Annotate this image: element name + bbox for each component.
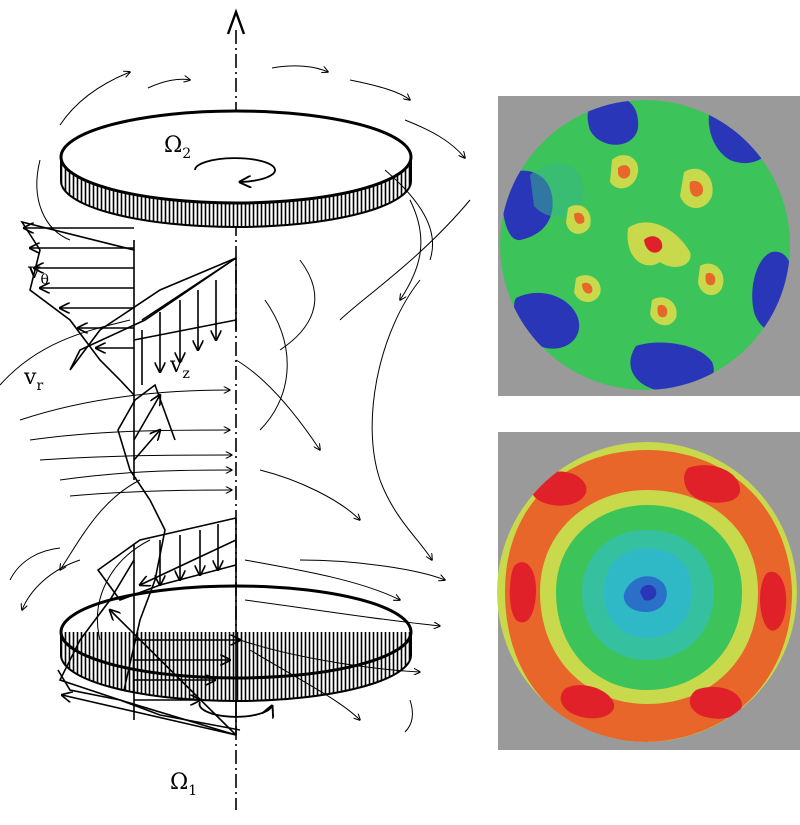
v-theta-label: vθ xyxy=(27,259,49,288)
omega-top-label: Ω2 xyxy=(164,133,191,162)
upper-contour-map xyxy=(498,96,800,396)
v-r-label: vr xyxy=(23,365,43,394)
velocity-profile-lower xyxy=(57,517,240,736)
diagram-labels: Ω2 Ω1 vθ vr vz xyxy=(23,133,197,799)
velocity-profile-upper xyxy=(20,220,237,691)
v-z-label: vz xyxy=(169,353,190,382)
lower-contour-map xyxy=(497,432,800,750)
streamlines xyxy=(0,65,471,733)
top-disk xyxy=(59,109,413,228)
omega-bottom-label: Ω1 xyxy=(170,770,197,799)
